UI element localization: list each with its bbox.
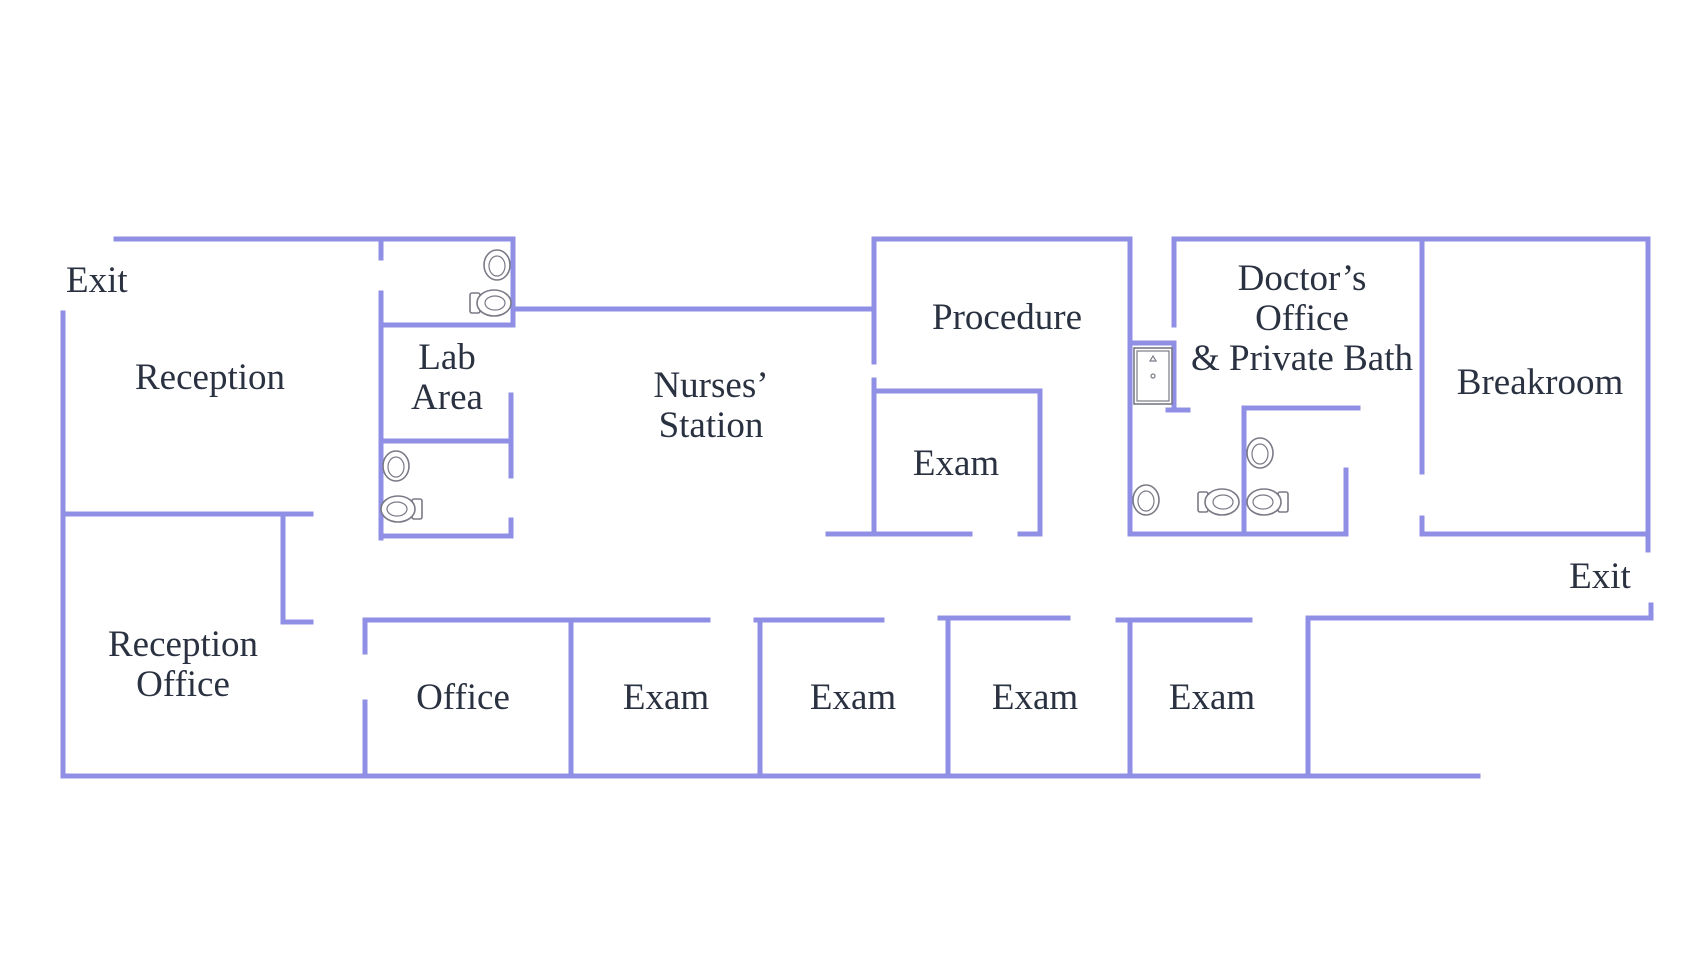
room-label-exam-1: Exam [622, 677, 710, 718]
walls [60, 236, 1654, 779]
room-label-nurses-station: Nurses’ Station [653, 366, 768, 446]
toilet-icon [1246, 488, 1289, 516]
toilet-icon [1197, 488, 1240, 516]
room-label-exam-3: Exam [991, 677, 1079, 718]
room-label-reception: Reception [134, 357, 286, 398]
toilet-icon [380, 495, 423, 523]
nurses-station-line2: Station [658, 405, 764, 446]
sink-icon [1246, 437, 1274, 469]
sink-icon [1132, 484, 1160, 516]
doctors-office-line2: Office [1255, 298, 1349, 339]
sink-icon [483, 249, 511, 281]
room-label-exam-4: Exam [1168, 677, 1256, 718]
room-label-procedure: Procedure [932, 297, 1082, 338]
lab-area-line2: Area [411, 377, 483, 418]
exit-label-top-left: Exit [66, 260, 128, 301]
reception-office-line2: Office [136, 664, 230, 705]
room-label-reception-office: Reception Office [108, 625, 258, 705]
doctors-office-line3: & Private Bath [1191, 338, 1413, 379]
sink-icon [382, 450, 410, 482]
reception-office-line1: Reception [107, 624, 259, 665]
shower-icon [1133, 347, 1173, 405]
doctors-office-line1: Doctor’s [1237, 258, 1367, 299]
exit-label-right: Exit [1569, 556, 1631, 597]
room-label-breakroom: Breakroom [1456, 362, 1624, 403]
room-label-office: Office [416, 677, 510, 718]
room-label-lab-area: Lab Area [411, 338, 483, 418]
toilet-icon [469, 289, 512, 317]
room-label-exam-2: Exam [809, 677, 897, 718]
room-label-doctors-office: Doctor’s Office & Private Bath [1191, 259, 1413, 379]
nurses-station-line1: Nurses’ [653, 365, 769, 406]
lab-area-line1: Lab [418, 337, 476, 378]
room-label-exam-upper: Exam [912, 443, 1000, 484]
